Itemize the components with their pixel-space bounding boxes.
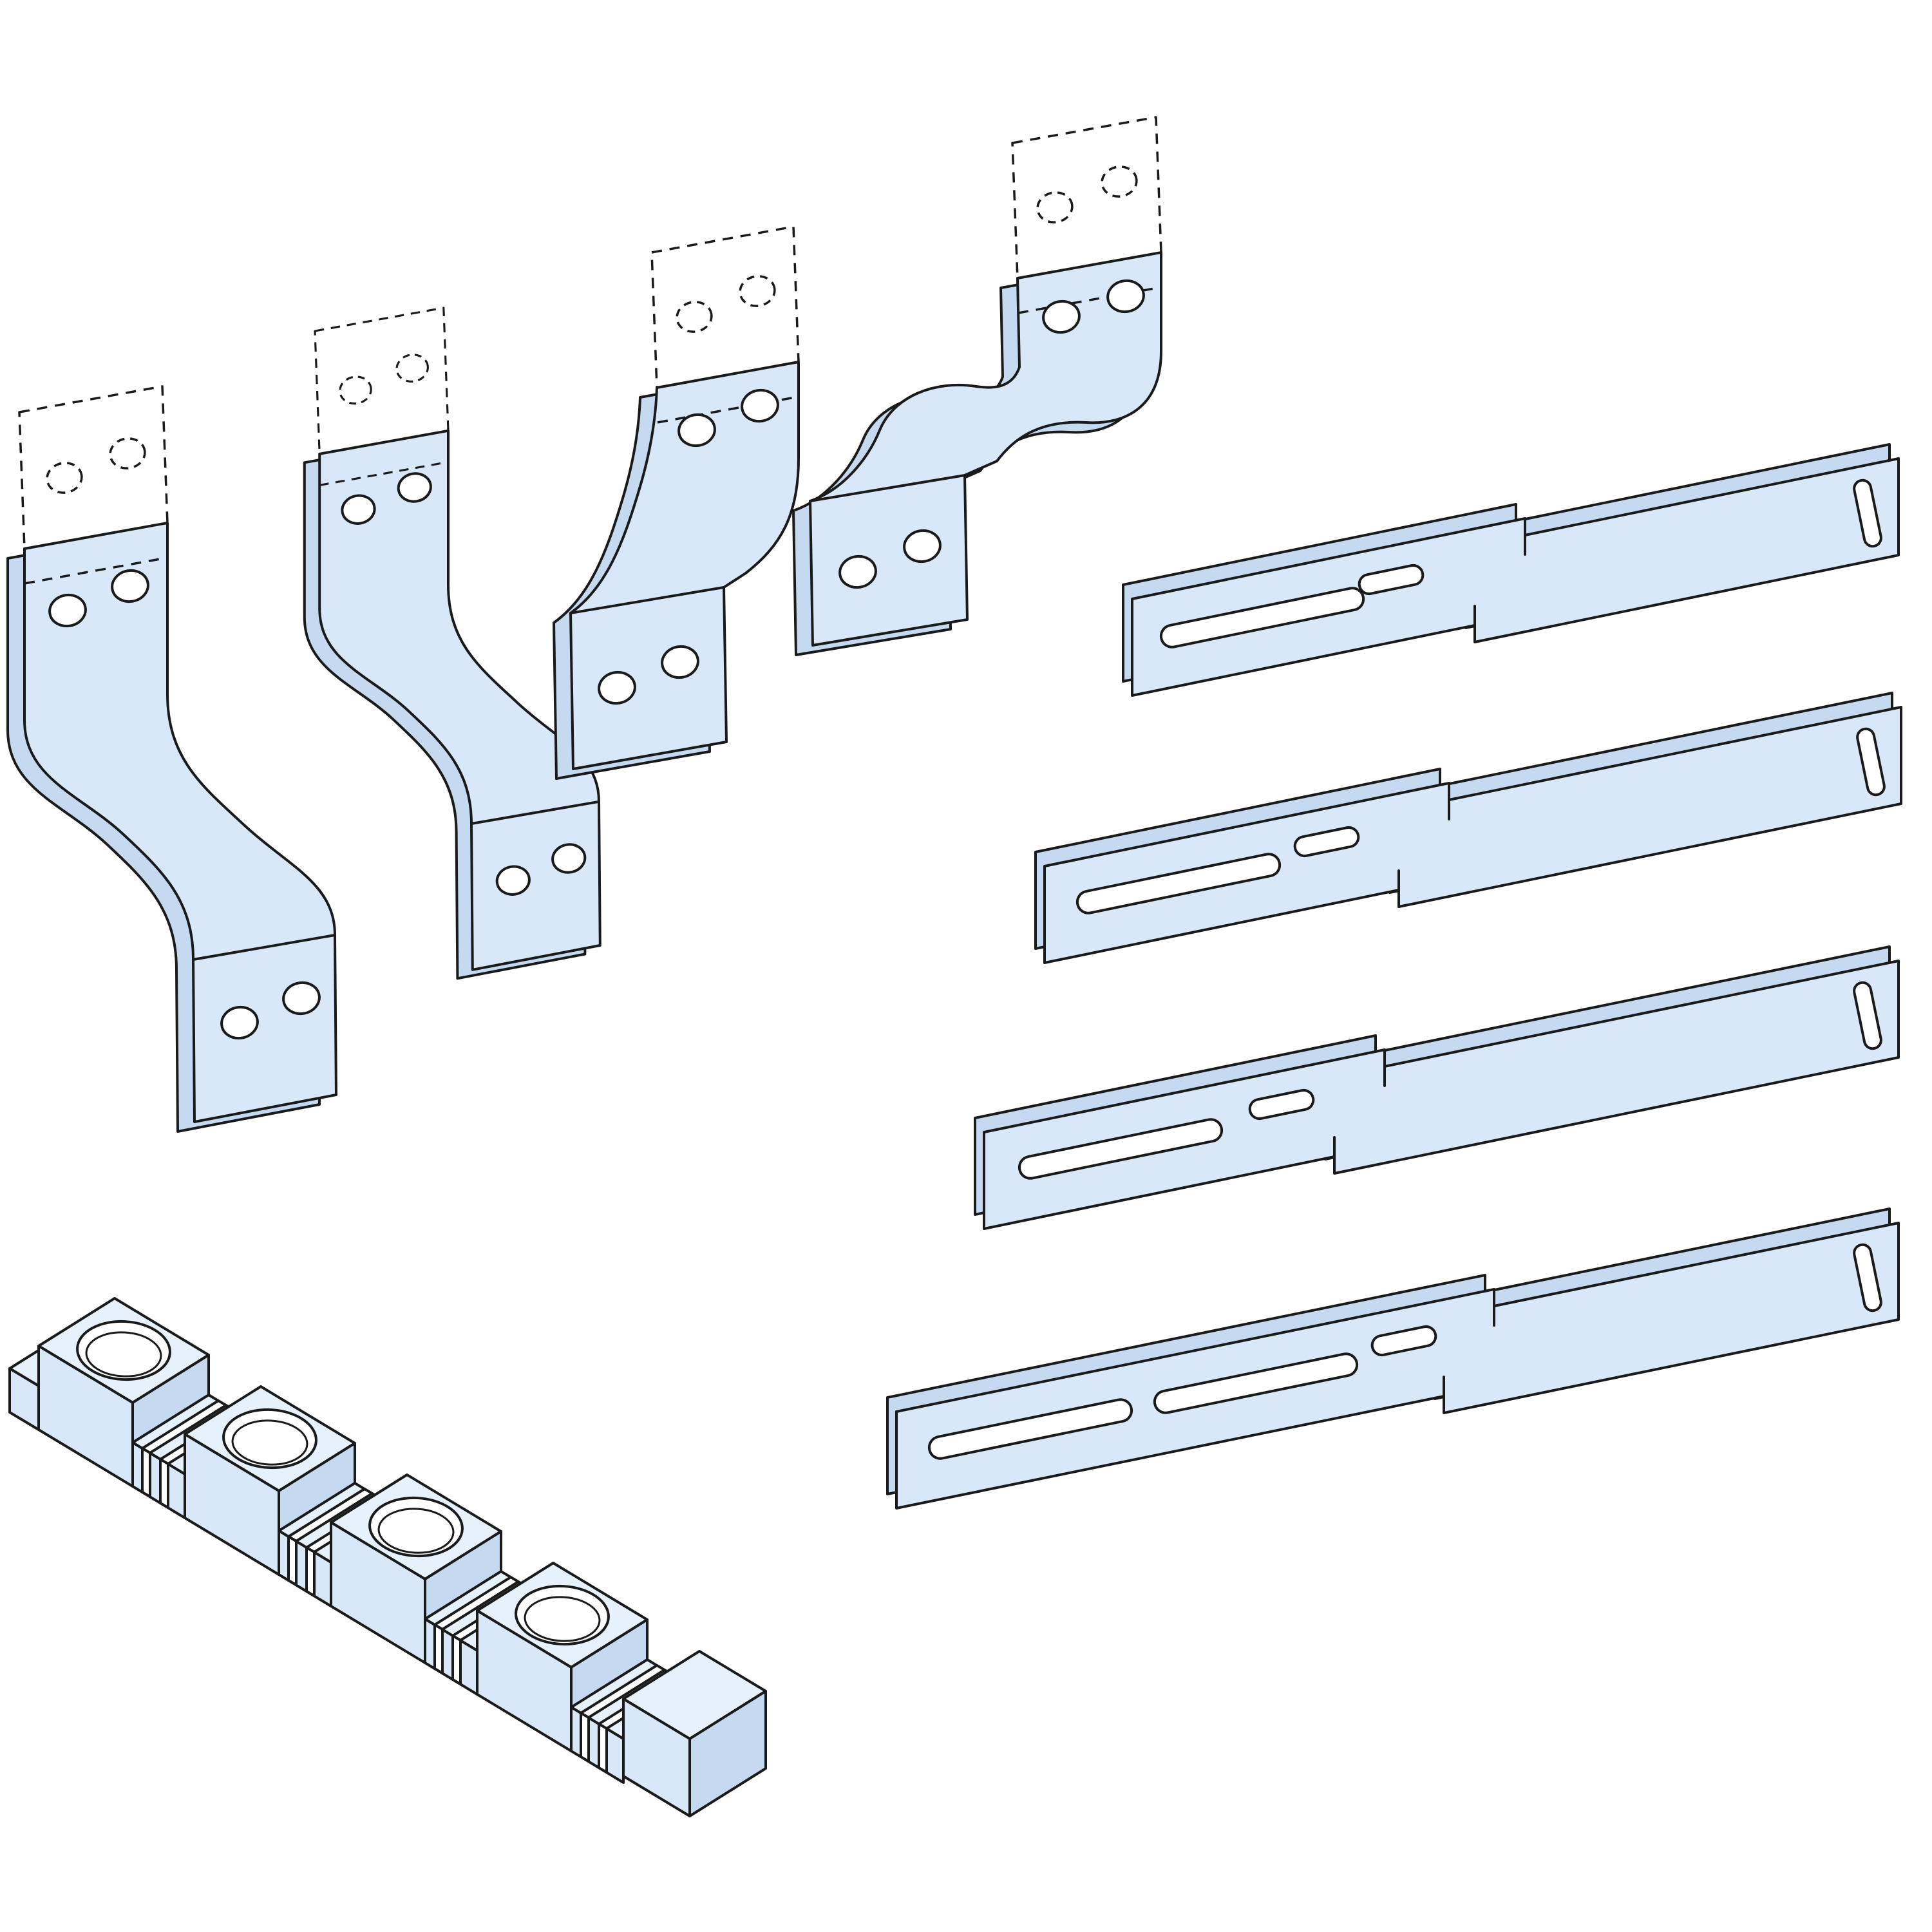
busbar-support — [10, 1298, 766, 1816]
bolt-hole — [1105, 278, 1146, 315]
connector-1 — [8, 385, 336, 1132]
bar-face — [984, 961, 1899, 1229]
ghost-bolt-hole — [109, 437, 146, 469]
groove-slit — [599, 1724, 607, 1772]
ghost-bolt-hole — [1036, 191, 1074, 223]
conductor-bore — [377, 1507, 454, 1555]
connector-3 — [554, 225, 800, 779]
ghost-tab — [18, 385, 169, 550]
ghost-bolt-hole — [739, 275, 776, 307]
groove-slit — [307, 1548, 314, 1596]
adjustment-slot — [1018, 1117, 1224, 1180]
end-slot — [1853, 981, 1882, 1050]
connector-body — [810, 252, 1161, 645]
end-slot — [1853, 478, 1882, 547]
bolt-hole — [902, 528, 942, 565]
link-bar-4 — [887, 1209, 1899, 1508]
groove-slit — [160, 1459, 168, 1508]
link-bar-1 — [1123, 444, 1899, 696]
groove-slit — [453, 1636, 460, 1684]
link-bar-3 — [975, 947, 1899, 1229]
bolt-hole — [739, 388, 780, 424]
lap-joint-edge — [1399, 800, 1449, 890]
bolt-hole — [676, 412, 717, 449]
bolt-hole — [219, 1005, 260, 1041]
bolt-hole — [281, 980, 321, 1017]
ghost-tab — [650, 225, 800, 389]
ghost-bolt-hole — [676, 301, 713, 333]
bolt-hole — [659, 644, 700, 681]
bolt-hole — [109, 568, 150, 605]
link-bar-2 — [1036, 693, 1901, 963]
end-block-end-face — [690, 1691, 766, 1816]
bolt-hole — [47, 592, 88, 629]
connector-4 — [793, 116, 1162, 655]
lap-joint-edge — [1475, 535, 1525, 625]
connector-body — [571, 362, 799, 769]
groove-slit — [142, 1448, 150, 1497]
adjustment-slot — [927, 1397, 1133, 1461]
insertion-depth-line — [657, 395, 799, 424]
bend-crease — [193, 935, 335, 960]
adjustment-slot — [1159, 586, 1365, 649]
insertion-depth-line — [1018, 286, 1162, 314]
conductor-bore — [231, 1419, 308, 1466]
groove-slit — [581, 1713, 589, 1761]
lap-joint-edge — [1444, 1306, 1494, 1396]
oval-slot — [1370, 1325, 1437, 1356]
end-slot — [1856, 727, 1886, 796]
oval-slot — [1358, 564, 1425, 595]
ghost-tab — [1011, 116, 1162, 279]
connector-body — [24, 523, 336, 1122]
bolt-hole — [1041, 299, 1081, 336]
adjustment-slot — [1153, 1352, 1359, 1415]
bolt-hole — [596, 670, 637, 706]
groove-slit — [289, 1537, 296, 1585]
end-slot — [1853, 1243, 1882, 1312]
groove-slit — [435, 1625, 442, 1673]
insertion-depth-line — [24, 556, 168, 585]
adjustment-slot — [1075, 852, 1282, 915]
conductor-bore — [524, 1595, 600, 1643]
oval-slot — [1248, 1088, 1315, 1120]
conductor-bore — [85, 1331, 162, 1378]
bend-crease — [571, 587, 724, 613]
bar-face — [1045, 707, 1901, 963]
lap-joint-edge — [1334, 1066, 1385, 1157]
oval-slot — [1293, 826, 1360, 857]
ghost-bolt-hole — [1101, 166, 1138, 198]
bar-face — [896, 1223, 1899, 1508]
bend-crease — [810, 475, 965, 501]
ghost-bolt-hole — [46, 462, 83, 494]
bolt-hole — [837, 554, 878, 591]
bar-face — [1132, 459, 1899, 696]
